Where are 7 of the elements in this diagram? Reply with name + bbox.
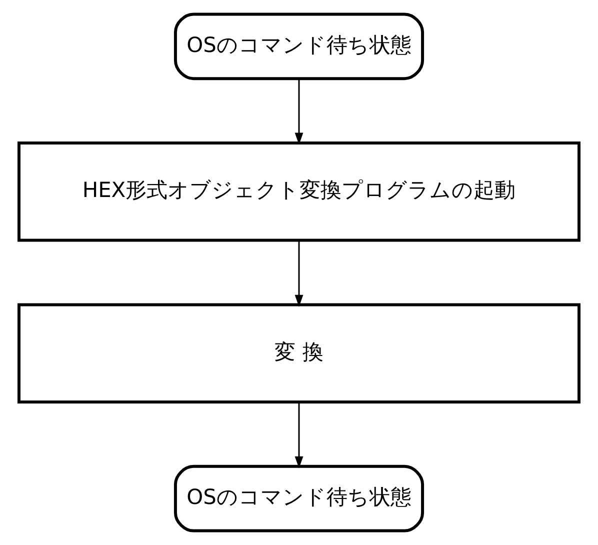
arrow (294, 402, 304, 468)
node-box: 変 換 (18, 303, 580, 404)
arrow (294, 240, 304, 307)
node-box: HEX形式オブジェクト変換プログラムの起動 (18, 141, 580, 242)
arrow (294, 78, 304, 145)
node-box: OSのコマンド待ち状態 (174, 464, 424, 532)
node-box: OSのコマンド待ち状態 (174, 12, 424, 80)
